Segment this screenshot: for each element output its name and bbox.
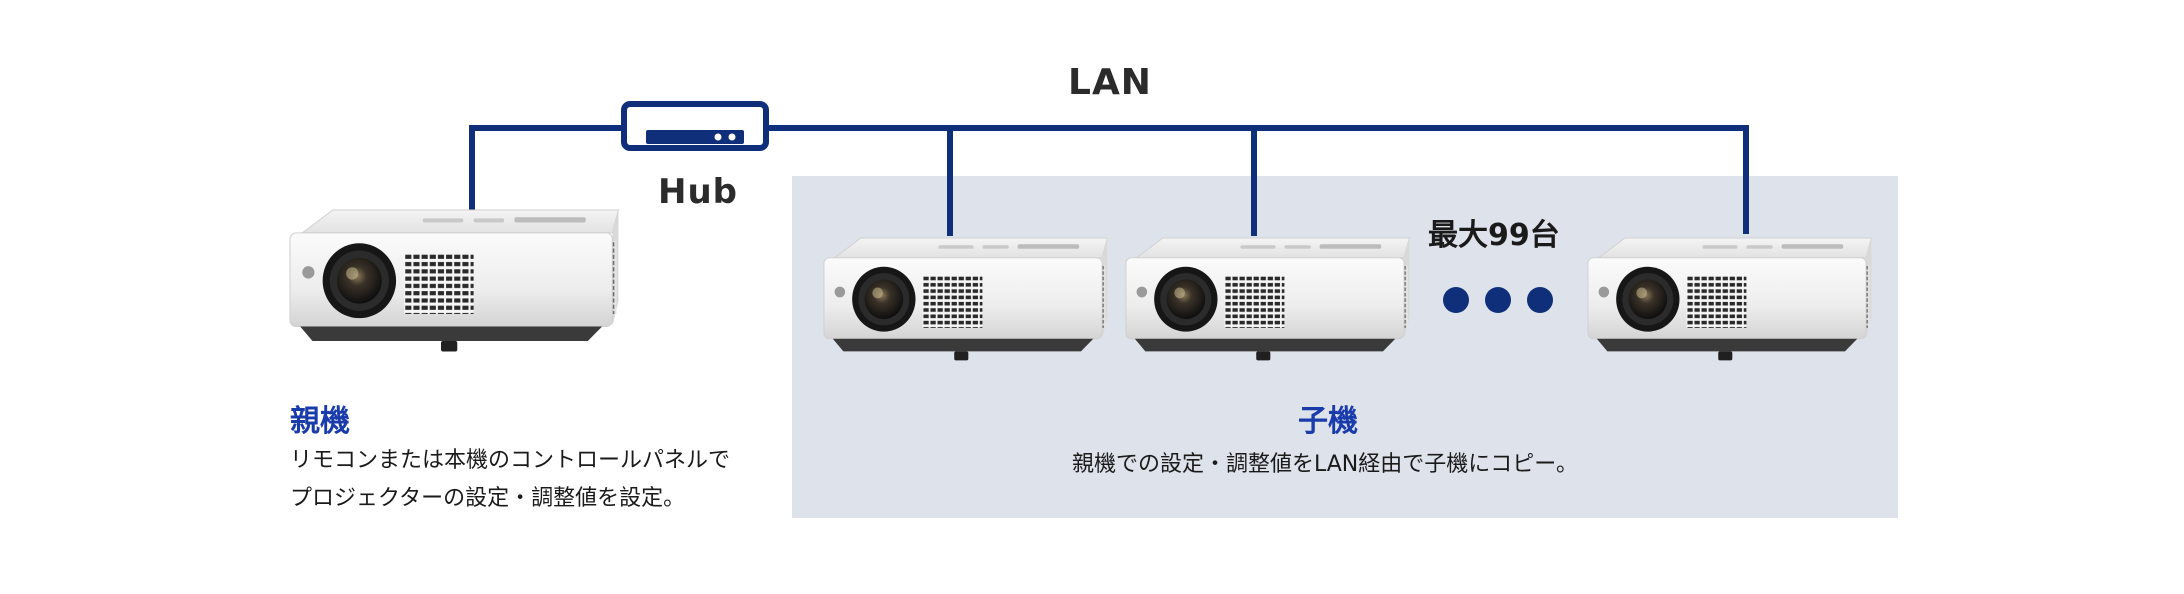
child-title: 子機 bbox=[1298, 404, 1358, 439]
lan-label: LAN bbox=[1068, 62, 1152, 103]
cable-main-bus bbox=[469, 125, 1749, 234]
projector-icon bbox=[1125, 237, 1410, 361]
ellipsis-dots-icon bbox=[1443, 287, 1553, 313]
max-units-label: 最大99台 bbox=[1428, 218, 1560, 253]
child-description: 親機での設定・調整値をLAN経由で子機にコピー。 bbox=[1072, 452, 1579, 477]
hub-label: Hub bbox=[658, 172, 738, 212]
lan-cables bbox=[469, 125, 1749, 236]
parent-desc-line-2: プロジェクターの設定・調整値を設定。 bbox=[290, 486, 686, 511]
projector-icon bbox=[823, 237, 1108, 361]
parent-title: 親機 bbox=[290, 404, 350, 439]
projector-icon bbox=[1587, 237, 1872, 361]
projector-icon bbox=[289, 209, 619, 352]
hub-icon bbox=[621, 101, 769, 151]
parent-desc-line-1: リモコンまたは本機のコントロールパネルで bbox=[290, 448, 731, 473]
parent-description: リモコンまたは本機のコントロールパネルで プロジェクターの設定・調整値を設定。 bbox=[290, 442, 730, 518]
